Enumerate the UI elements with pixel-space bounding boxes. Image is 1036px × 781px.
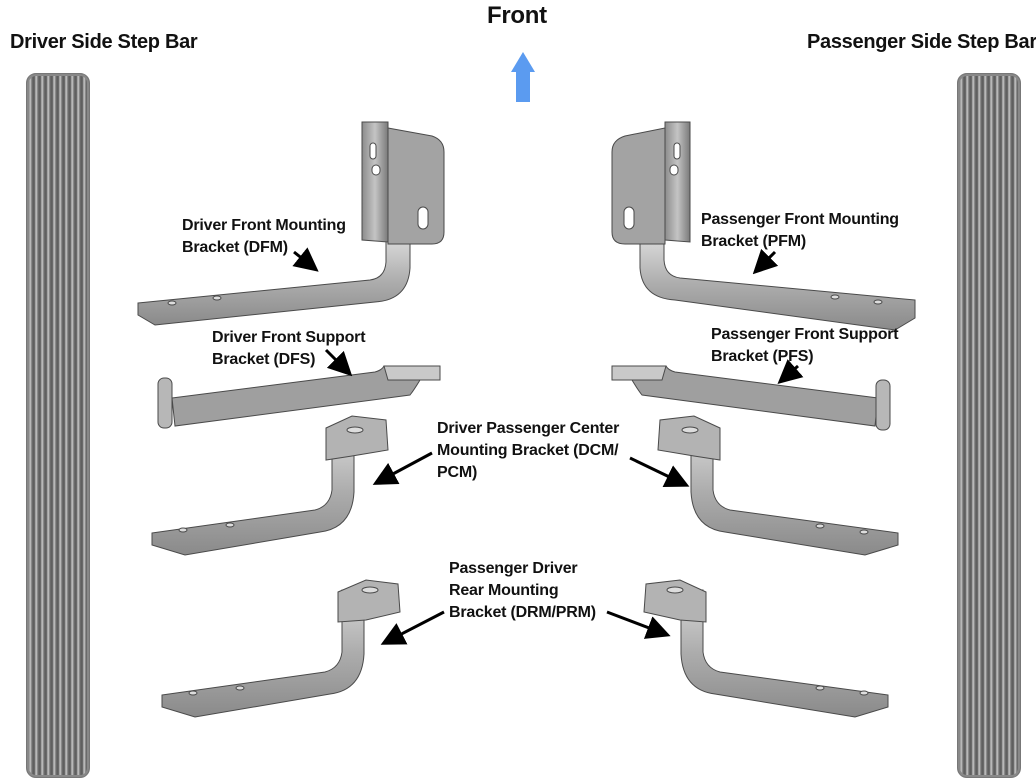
passenger-center-mounting-bracket xyxy=(657,415,899,556)
pfs-leader-arrow xyxy=(777,359,804,384)
driver-side-step-bar-title: Driver Side Step Bar xyxy=(10,31,198,53)
passenger-rear-mounting-bracket xyxy=(643,579,889,718)
driver-front-support-bracket xyxy=(157,365,441,429)
dfs-leader-arrow xyxy=(324,348,353,377)
arrow-up-icon xyxy=(511,52,535,102)
passenger-side-step-bar xyxy=(957,73,1021,778)
driver-front-mounting-bracket xyxy=(137,121,445,326)
drm-leader-arrow xyxy=(380,610,445,645)
pfs-label-line2: Bracket (PFS) xyxy=(711,348,814,365)
pfm-label-line1: Passenger Front Mounting xyxy=(701,211,899,228)
center-label-line3: PCM) xyxy=(437,464,478,481)
dfs-label-line2: Bracket (DFS) xyxy=(212,351,316,368)
driver-rear-mounting-bracket xyxy=(161,579,401,718)
passenger-side-step-bar-title: Passenger Side Step Bar xyxy=(807,31,1036,53)
driver-side-step-bar xyxy=(26,73,90,778)
rear-bracket-label: Passenger Driver Rear Mounting Bracket (… xyxy=(449,558,596,624)
pfm-label: Passenger Front Mounting Bracket (PFM) xyxy=(701,209,899,253)
pfm-leader-arrow xyxy=(752,248,779,275)
dcm-leader-arrow xyxy=(372,451,433,485)
dfm-label-line2: Bracket (DFM) xyxy=(182,239,288,256)
prm-leader-arrow xyxy=(606,610,671,639)
passenger-front-support-bracket xyxy=(611,365,891,431)
passenger-front-mounting-bracket xyxy=(611,121,916,331)
dfm-leader-arrow xyxy=(292,247,319,272)
pfs-label: Passenger Front Support Bracket (PFS) xyxy=(711,324,899,368)
pfs-label-line1: Passenger Front Support xyxy=(711,326,899,343)
pfm-label-line2: Bracket (PFM) xyxy=(701,233,806,250)
pcm-leader-arrow xyxy=(629,456,690,488)
center-label-line1: Driver Passenger Center xyxy=(437,420,620,437)
center-bracket-label: Driver Passenger Center Mounting Bracket… xyxy=(437,418,619,484)
center-label-line2: Mounting Bracket (DCM/ xyxy=(437,442,619,459)
dfs-label-line1: Driver Front Support xyxy=(212,329,366,346)
dfs-label: Driver Front Support Bracket (DFS) xyxy=(212,327,366,371)
driver-center-mounting-bracket xyxy=(151,415,389,556)
rear-label-line1: Passenger Driver xyxy=(449,560,578,577)
dfm-label: Driver Front Mounting Bracket (DFM) xyxy=(182,215,346,259)
rear-label-line2: Rear Mounting xyxy=(449,582,559,599)
front-label: Front xyxy=(487,2,547,29)
dfm-label-line1: Driver Front Mounting xyxy=(182,217,346,234)
rear-label-line3: Bracket (DRM/PRM) xyxy=(449,604,596,621)
